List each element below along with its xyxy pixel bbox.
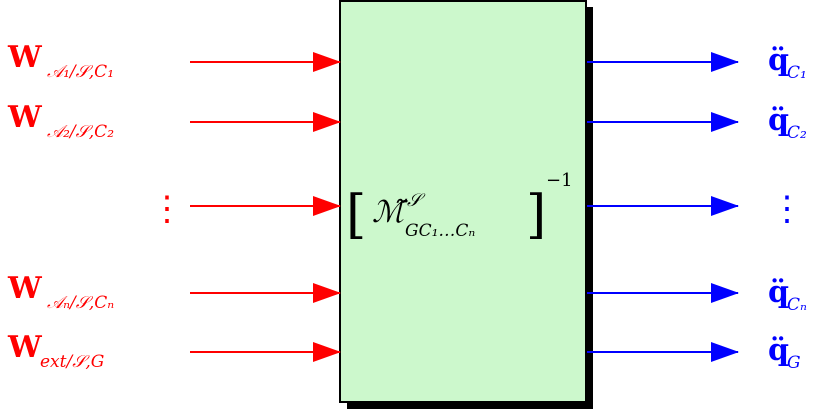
output-label-5-base: q̈ [768, 333, 789, 368]
output-label-4-base: q̈ [768, 275, 789, 310]
input-label-4-base: W [7, 271, 43, 306]
left-bracket: [ [346, 185, 366, 245]
input-label-1-sub: 𝒜₁/𝒮,C₁ [47, 62, 114, 82]
input-label-2-base: W [7, 100, 43, 135]
matrix-symbol: ℳ̃ [372, 195, 408, 230]
output-label-2-sub: C₂ [787, 123, 807, 143]
input-label-1-base: W [7, 40, 43, 75]
inverse-mass-matrix-block [339, 0, 587, 403]
output-label-1-sub: C₁ [787, 63, 807, 83]
inverse-exponent: −1 [546, 170, 573, 191]
input-label-2-sub: 𝒜₂/𝒮,C₂ [47, 122, 114, 142]
output-label-4-sub: Cₙ [787, 295, 807, 315]
input-label-5-base: W [7, 330, 43, 365]
output-label-5-sub: G [787, 353, 801, 373]
output-label-2-base: q̈ [768, 103, 789, 138]
input-label-5-sub: ext/𝒮,G [40, 352, 104, 372]
input-label-4-sub: 𝒜ₙ/𝒮,Cₙ [47, 293, 114, 313]
input-label-ellipsis: ⋮ [150, 189, 184, 229]
matrix-subscript: GC₁…Cₙ [405, 221, 475, 241]
output-label-ellipsis: ⋮ [770, 189, 804, 229]
output-label-1-base: q̈ [768, 43, 789, 78]
right-bracket: ] [526, 185, 546, 245]
